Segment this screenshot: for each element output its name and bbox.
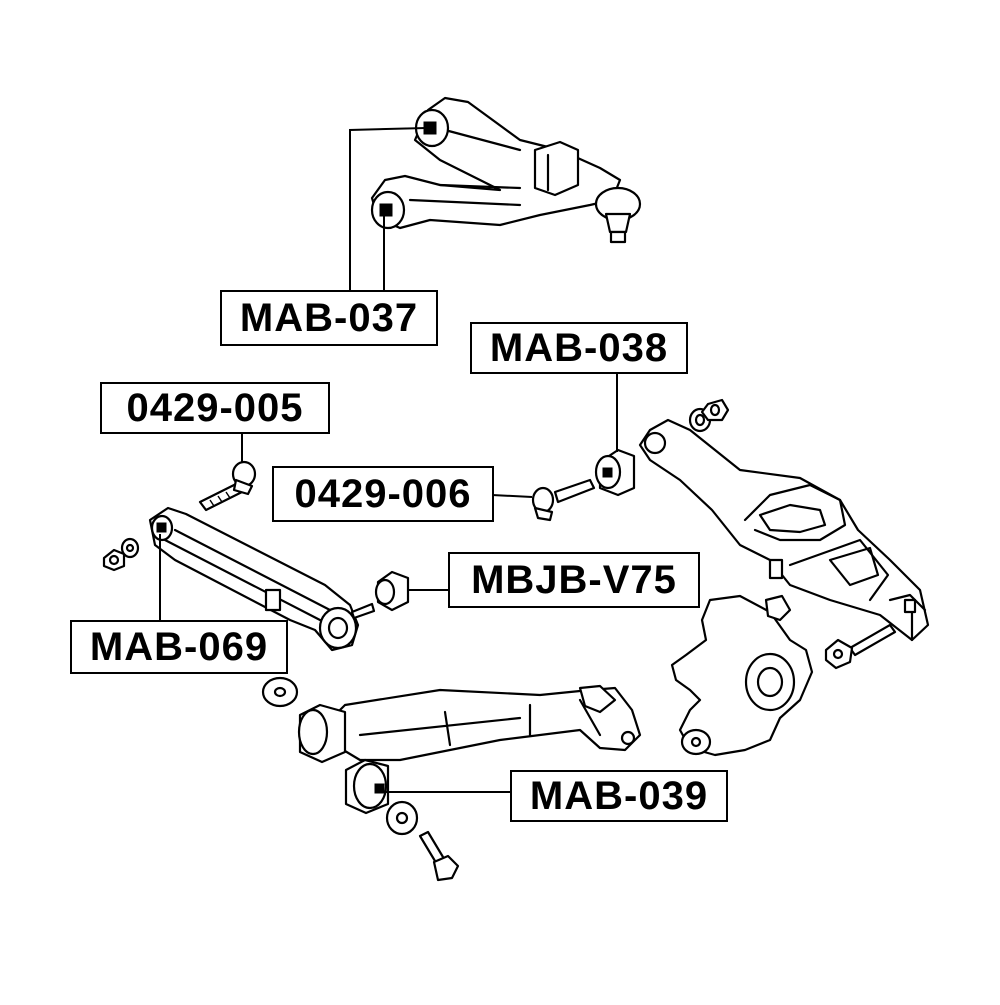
label-mab-038: MAB-038 [470,322,688,374]
label-0429-006-text: 0429-006 [294,472,472,516]
leader-0429-006 [491,494,533,498]
label-mab-069-text: MAB-069 [89,625,269,669]
label-0429-006: 0429-006 [272,466,494,522]
label-mbjb-v75-text: MBJB-V75 [471,558,677,602]
upper-control-arm [370,96,642,244]
label-0429-005-text: 0429-005 [126,386,304,430]
label-mab-038-text: MAB-038 [489,326,669,370]
label-mab-039: MAB-039 [510,770,728,822]
knuckle [670,594,814,757]
leader-mab-037 [349,127,427,290]
lower-arm-mab-039 [261,676,642,882]
label-mab-037-text: MAB-037 [239,296,419,340]
bushing-mbjb-v75 [374,570,410,612]
label-mab-069: MAB-069 [70,620,288,674]
label-mbjb-v75: MBJB-V75 [448,552,700,608]
trailing-rod-mab-069 [102,506,376,652]
bolt-0429-005 [198,460,257,512]
label-mab-037: MAB-037 [220,290,438,346]
label-0429-005: 0429-005 [100,382,330,434]
label-mab-039-text: MAB-039 [529,774,709,818]
bushing-mab-038 [594,448,636,497]
rear-lower-arm [638,398,930,670]
bolt-0429-006 [531,478,596,522]
